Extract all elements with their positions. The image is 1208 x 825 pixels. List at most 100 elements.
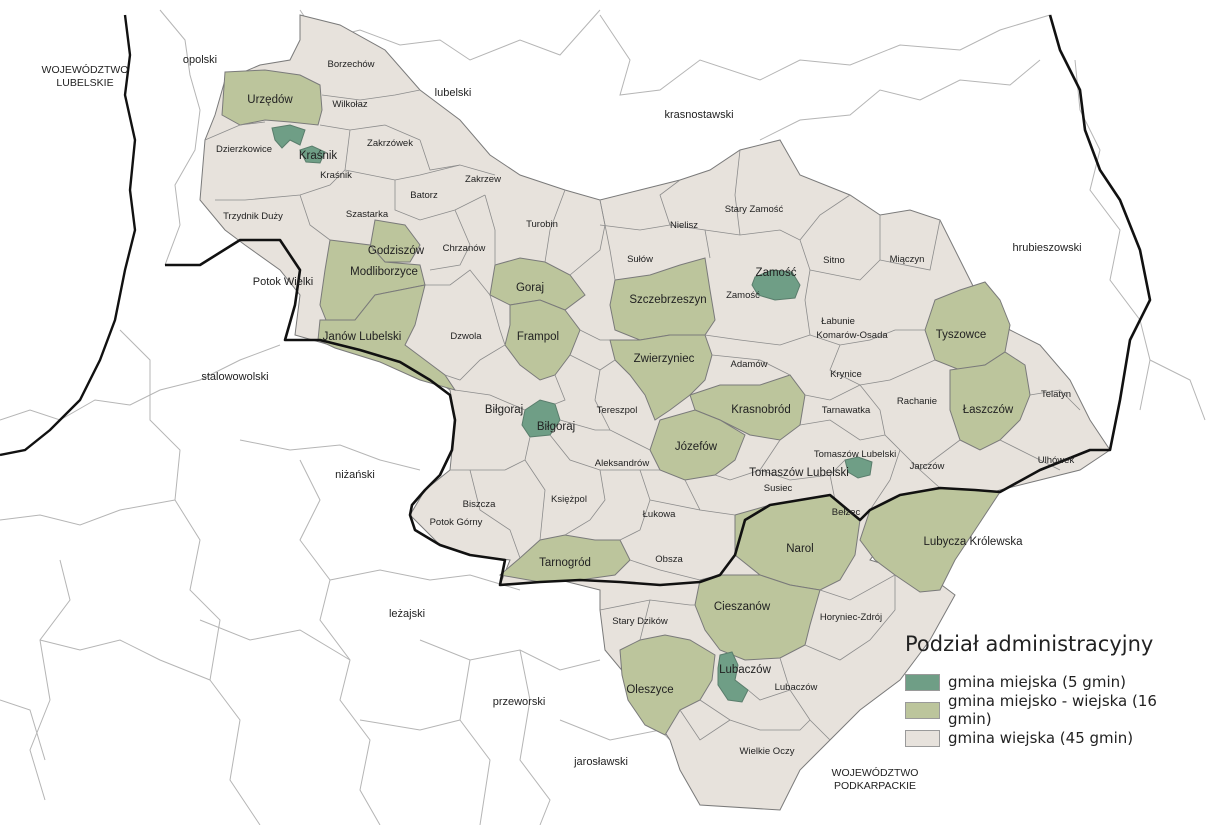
gmina-boundary: [659, 179, 681, 226]
label-jarczow: Jarczów: [910, 461, 945, 472]
neighbor-boundary: [1149, 359, 1206, 421]
label-lubaczow-w: Lubaczów: [775, 682, 818, 693]
label-jaroslawski: jarosławski: [573, 756, 628, 768]
gmina-boundary: [454, 389, 526, 411]
label-lubycza-krolewska: Lubycza Królewska: [923, 536, 1023, 548]
gmina-boundary: [450, 436, 531, 471]
label-krasnobrod: Krasnobród: [731, 404, 790, 416]
gmina-boundary: [344, 164, 496, 181]
gmina-bilgoraj-m: [521, 399, 561, 438]
label-obsza: Obsza: [655, 554, 683, 565]
gmina-goraj: [489, 257, 586, 311]
region-labels: WOJEWÓDZTWO LUBELSKIE WOJEWÓDZTWO PODKAR…: [42, 63, 919, 792]
label-krasnik-m: Kraśnik: [299, 150, 338, 162]
label-potok-gorny: Potok Górny: [430, 517, 483, 528]
label-wojewodztwo-podkarpackie-2: PODKARPACKIE: [834, 780, 916, 792]
gmina-boundary: [425, 269, 506, 381]
label-sulow: Sułów: [627, 254, 653, 265]
label-szczebrzeszyn: Szczebrzeszyn: [629, 294, 706, 306]
gmina-boundary: [679, 709, 731, 741]
legend-title: Podział administracyjny: [905, 632, 1154, 656]
gmina-boundary: [559, 419, 610, 431]
label-zakrzew: Zakrzew: [465, 174, 501, 185]
gmina-janow-lubelski: [317, 284, 457, 391]
neighbor-boundary: [419, 639, 601, 671]
label-aleksandrow: Aleksandrów: [595, 458, 650, 469]
neighbor-boundary: [29, 559, 71, 801]
legend-swatch-mixed: [905, 701, 940, 719]
label-narol: Narol: [786, 543, 813, 555]
label-lezajski: leżajski: [389, 608, 425, 620]
gmina-boundaries: [204, 89, 1081, 741]
legend-label-mixed: gmina miejsko - wiejska (16 gmin): [947, 692, 1157, 728]
label-lubelski: lubelski: [435, 87, 472, 99]
gmina-boundary: [809, 215, 881, 281]
label-wojewodztwo-lubelskie-2: LUBELSKIE: [56, 77, 113, 89]
gmina-krasnik-m-part: [299, 145, 326, 164]
label-krynice: Krynice: [830, 369, 862, 380]
label-nizanski: niżański: [335, 469, 375, 481]
gmina-boundary: [869, 449, 901, 511]
mixed-gminas: [221, 69, 1031, 736]
label-labunie: Łabunie: [821, 316, 855, 327]
voivodeship-border-south: [165, 14, 1152, 587]
neighbor-boundary: [0, 699, 46, 761]
gmina-boundary: [714, 439, 781, 481]
neighbor-boundary: [759, 59, 1041, 141]
neighbor-boundary: [599, 14, 1051, 96]
gmina-boundary: [759, 459, 846, 481]
gmina-laszczow: [949, 351, 1031, 451]
gmina-boundary: [629, 559, 701, 581]
label-komarow-osada: Komarów-Osada: [816, 330, 888, 341]
gmina-boundary: [469, 469, 521, 559]
label-zamosc-w: Zamość: [726, 290, 760, 301]
label-lubaczow-m: Lubaczów: [719, 664, 771, 676]
legend-label-urban: gmina miejska (5 gmin): [948, 673, 1126, 691]
label-tarnawatka: Tarnawatka: [822, 405, 871, 416]
label-turobin: Turobin: [526, 219, 558, 230]
gmina-boundary: [799, 419, 886, 441]
gmina-boundary: [799, 194, 851, 241]
label-susiec: Susiec: [764, 483, 793, 494]
label-ulhowek: Ulhówek: [1038, 455, 1075, 466]
neighbor-boundary: [359, 719, 461, 731]
neighbor-boundary: [39, 639, 211, 681]
label-wielkie-oczy: Wielkie Oczy: [740, 746, 795, 757]
label-jozefow: Józefów: [675, 441, 718, 453]
label-tyszowce: Tyszowce: [936, 329, 987, 341]
gmina-boundary: [639, 599, 651, 641]
label-rachanie: Rachanie: [897, 396, 937, 407]
label-sitno: Sitno: [823, 255, 845, 266]
label-belzec: Bełżec: [832, 507, 861, 518]
neighbor-boundary: [0, 499, 176, 526]
label-stary-zamosc: Stary Zamość: [725, 204, 784, 215]
gmina-boundary: [619, 469, 651, 541]
label-nielisz: Nielisz: [670, 220, 698, 231]
label-lukowa: Łukowa: [643, 509, 676, 520]
label-hrubieszowski: hrubieszowski: [1012, 242, 1081, 254]
gmina-lubaczow-m: [717, 651, 749, 703]
neighbor-county-labels: opolski lubelski krasnostawski hrubieszo…: [183, 54, 1082, 768]
label-zakrzowek: Zakrzówek: [367, 138, 413, 149]
map-legend: Podział administracyjny gmina miejska (5…: [905, 632, 1205, 752]
label-wojewodztwo-lubelskie-1: WOJEWÓDZTWO: [42, 63, 129, 76]
gmina-boundary: [879, 219, 941, 271]
label-zwierzyniec: Zwierzyniec: [634, 353, 695, 365]
gmina-boundary: [779, 657, 831, 741]
label-dzierzkowice: Dzierzkowice: [216, 144, 272, 155]
urban-gminas: [271, 124, 873, 703]
label-bilgoraj-w: Biłgoraj: [485, 404, 523, 416]
label-janow-lubelski: Janów Lubelski: [323, 331, 402, 343]
label-krasnik-w: Kraśnik: [320, 170, 352, 181]
gmina-krasnik-m: [271, 124, 306, 149]
gmina-boundary: [1029, 389, 1081, 411]
label-potok-wielki: Potok Wielki: [253, 276, 314, 288]
voivodeship-border-west: [0, 14, 137, 457]
label-biszcza: Biszcza: [463, 499, 496, 510]
gmina-boundary: [804, 384, 861, 401]
label-krasnostawski: krasnostawski: [664, 109, 733, 121]
label-bilgoraj-m: Biłgoraj: [537, 421, 575, 433]
gmina-jozefow: [649, 409, 746, 481]
label-tomaszow-lubelski-m: Tomaszów Lubelski: [814, 449, 896, 460]
label-tomaszow-lubelski-w: Tomaszów Lubelski: [749, 467, 849, 479]
